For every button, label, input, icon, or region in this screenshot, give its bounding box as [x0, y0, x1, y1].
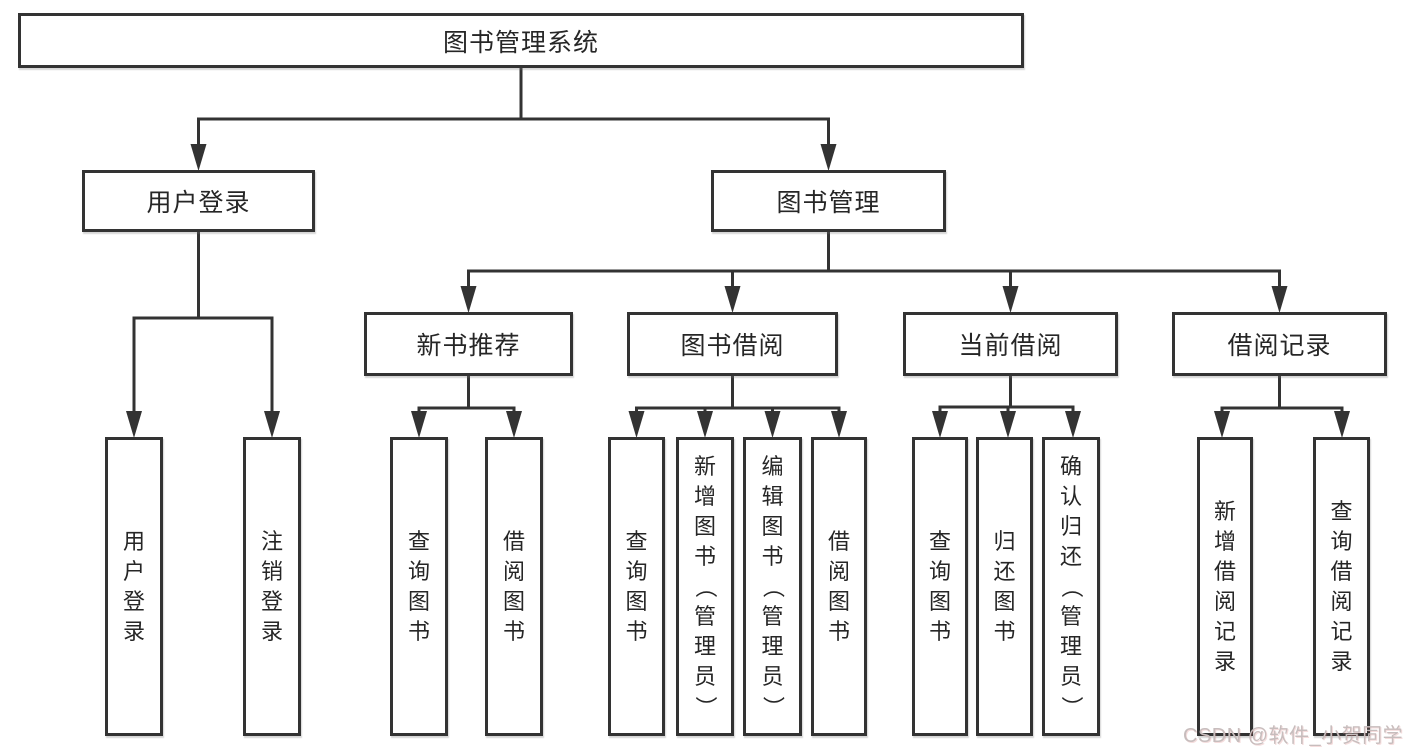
vertical-char: 书 — [625, 618, 648, 644]
vertical-char: 记 — [1213, 618, 1236, 644]
leaf-add-borrow-record: 新增借阅记录 — [1197, 437, 1253, 736]
vertical-char: 认 — [1059, 483, 1082, 509]
vertical-char: ） — [693, 695, 718, 718]
vertical-char: 理 — [693, 633, 716, 659]
vertical-char: 书 — [993, 618, 1016, 644]
vertical-char: 新 — [693, 453, 716, 479]
csdn-watermark: CSDN @软件_小贺同学 — [1183, 725, 1404, 747]
vertical-char: 记 — [1330, 618, 1353, 644]
leaf-borrow-books-1: 借阅图书 — [485, 437, 543, 736]
vertical-char: 书 — [693, 543, 716, 569]
vertical-char: 借 — [827, 528, 850, 554]
vertical-char: 登 — [122, 588, 145, 614]
leaf-return-books: 归还图书 — [976, 437, 1033, 736]
vertical-char: ） — [760, 695, 786, 718]
leaf-query-books-1: 查询图书 — [390, 437, 448, 736]
vertical-char: ） — [1059, 695, 1084, 718]
vertical-char: 阅 — [1330, 588, 1353, 614]
vertical-char: 借 — [1213, 558, 1236, 584]
vertical-char: 图 — [502, 588, 525, 614]
vertical-char: 查 — [407, 528, 430, 554]
node-current-borrowing: 当前借阅 — [903, 312, 1118, 376]
vertical-char: 图 — [993, 588, 1016, 614]
vertical-char: 询 — [928, 558, 951, 584]
leaf-query-books-3: 查询图书 — [912, 437, 968, 736]
vertical-char: 查 — [1330, 498, 1353, 524]
leaf-user-login: 用户登录 — [105, 437, 163, 736]
vertical-char: 询 — [407, 558, 430, 584]
vertical-char: （ — [693, 575, 718, 598]
leaf-logout: 注销登录 — [243, 437, 301, 736]
vertical-char: 增 — [693, 483, 716, 509]
node-book-management: 图书管理 — [711, 170, 946, 232]
vertical-char: 管 — [1059, 603, 1082, 629]
vertical-char: 图 — [928, 588, 951, 614]
vertical-char: 销 — [260, 558, 283, 584]
vertical-char: 阅 — [1213, 588, 1236, 614]
vertical-char: 借 — [1330, 558, 1353, 584]
vertical-char: 询 — [1330, 528, 1353, 554]
vertical-char: 登 — [260, 588, 283, 614]
vertical-char: 还 — [993, 558, 1016, 584]
node-borrowing-records: 借阅记录 — [1172, 312, 1387, 376]
vertical-char: 查 — [625, 528, 648, 554]
vertical-char: 录 — [1213, 648, 1236, 674]
vertical-char: 图 — [407, 588, 430, 614]
vertical-char: 录 — [1330, 648, 1353, 674]
vertical-char: 查 — [928, 528, 951, 554]
vertical-char: 图 — [693, 513, 716, 539]
vertical-char: 理 — [761, 633, 784, 659]
vertical-char: 归 — [993, 528, 1016, 554]
vertical-char: 书 — [761, 543, 784, 569]
vertical-char: 书 — [928, 618, 951, 644]
vertical-char: 员 — [761, 663, 784, 689]
leaf-query-books-2: 查询图书 — [608, 437, 665, 736]
vertical-char: 注 — [260, 528, 283, 554]
vertical-char: 员 — [693, 663, 716, 689]
vertical-char: 辑 — [761, 483, 784, 509]
vertical-char: 确 — [1059, 453, 1082, 479]
vertical-char: 图 — [761, 513, 784, 539]
vertical-char: 图 — [625, 588, 648, 614]
vertical-char: 图 — [827, 588, 850, 614]
vertical-char: 书 — [407, 618, 430, 644]
vertical-char: 书 — [827, 618, 850, 644]
leaf-borrow-books-2: 借阅图书 — [811, 437, 867, 736]
leaf-query-borrow-record: 查询借阅记录 — [1313, 437, 1370, 736]
vertical-char: 书 — [502, 618, 525, 644]
vertical-char: （ — [1059, 575, 1084, 598]
leaf-add-book-admin: 新增图书 （ 管理员 ） — [676, 437, 734, 736]
vertical-char: 阅 — [502, 558, 525, 584]
node-new-book-recommendation: 新书推荐 — [364, 312, 573, 376]
vertical-char: 录 — [260, 618, 283, 644]
vertical-char: 户 — [122, 558, 145, 584]
vertical-char: 管 — [761, 603, 784, 629]
vertical-char: 新 — [1213, 498, 1236, 524]
vertical-char: （ — [760, 575, 786, 598]
vertical-char: 用 — [122, 528, 145, 554]
vertical-char: 管 — [693, 603, 716, 629]
vertical-char: 员 — [1059, 663, 1082, 689]
vertical-char: 录 — [122, 618, 145, 644]
leaf-confirm-return-admin: 确认归还 （ 管理员 ） — [1042, 437, 1100, 736]
vertical-char: 编 — [761, 453, 784, 479]
vertical-char: 询 — [625, 558, 648, 584]
vertical-char: 借 — [502, 528, 525, 554]
leaf-edit-book-admin: 编辑图书 （ 管理员 ） — [743, 437, 802, 736]
vertical-char: 增 — [1213, 528, 1236, 554]
node-user-login: 用户登录 — [82, 170, 315, 232]
vertical-char: 阅 — [827, 558, 850, 584]
vertical-char: 归 — [1059, 513, 1082, 539]
node-book-borrowing: 图书借阅 — [627, 312, 838, 376]
vertical-char: 还 — [1059, 543, 1082, 569]
vertical-char: 理 — [1059, 633, 1082, 659]
node-library-management-system: 图书管理系统 — [18, 13, 1024, 68]
